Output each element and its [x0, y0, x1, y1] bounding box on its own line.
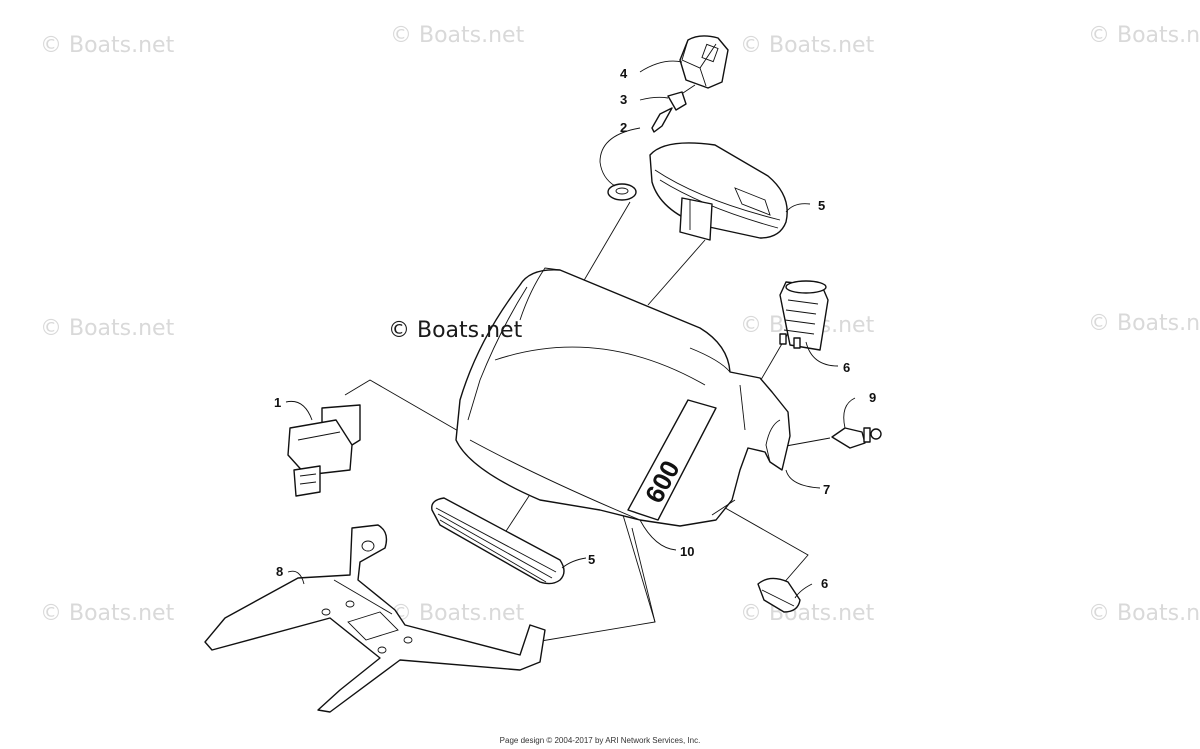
leader-line — [647, 239, 706, 306]
callout-10: 10 — [680, 544, 694, 559]
callout-5: 5 — [588, 552, 595, 567]
callout-1: 1 — [274, 395, 281, 410]
gauge-top-part — [649, 142, 788, 241]
watermark: © Boats.net — [1088, 601, 1200, 626]
callout-3: 3 — [620, 92, 627, 107]
watermark: © Boats.net — [40, 33, 175, 58]
callout-6: 6 — [821, 576, 828, 591]
watermark-layer: © Boats.net © Boats.net © Boats.net © Bo… — [40, 23, 1200, 626]
key-part — [651, 91, 687, 133]
watermark: © Boats.net — [1088, 311, 1200, 336]
push-rivet-part — [831, 427, 882, 449]
watermark: © Boats.net — [740, 33, 875, 58]
callout-9: 9 — [869, 390, 876, 405]
callout-4: 4 — [620, 66, 628, 81]
power-socket-part — [779, 280, 829, 351]
watermark: © Boats.net — [390, 23, 525, 48]
callouts: 4 3 2 5 6 9 1 7 10 5 8 6 — [274, 66, 876, 591]
leader-line — [344, 379, 461, 433]
center-watermark: © Boats.net — [388, 318, 523, 343]
nut-part — [607, 183, 637, 201]
watermark: © Boats.net — [390, 601, 525, 626]
key-cap-part — [679, 35, 729, 89]
page-footer: Page design © 2004-2017 by ARI Network S… — [499, 736, 701, 745]
leader-line — [534, 527, 656, 643]
leader-line — [619, 504, 656, 623]
ignition-switch-part — [287, 404, 361, 497]
callout-5: 5 — [818, 198, 825, 213]
callout-7: 7 — [823, 482, 830, 497]
hood-housing-part — [455, 267, 791, 527]
watermark: © Boats.net — [40, 601, 175, 626]
callout-2: 2 — [620, 120, 627, 135]
callout-6: 6 — [843, 360, 850, 375]
watermark: © Boats.net — [740, 601, 875, 626]
watermark: © Boats.net — [40, 316, 175, 341]
knurled-nut-part — [757, 577, 801, 613]
watermark: © Boats.net — [1088, 23, 1200, 48]
leader-line — [719, 504, 809, 586]
bracket-part — [204, 524, 546, 713]
lens-trim-part — [431, 497, 565, 585]
callout-8: 8 — [276, 564, 283, 579]
callout-leaders — [285, 60, 856, 599]
